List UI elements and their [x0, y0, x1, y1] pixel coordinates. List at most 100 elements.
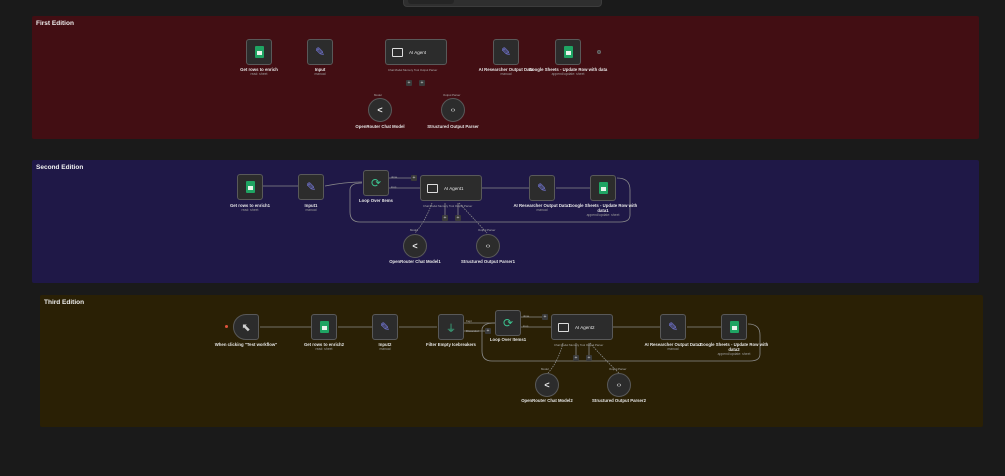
add-discarded-button[interactable]: +: [485, 328, 491, 334]
output-label-loop: loop: [523, 324, 529, 328]
node-input-1[interactable]: ✎: [298, 174, 324, 200]
google-sheets-icon: [598, 182, 608, 194]
port-label: Output Parser: [609, 367, 627, 371]
wire: [414, 202, 433, 234]
node-google-sheets-update-1[interactable]: [590, 175, 616, 201]
node-caption: Loop Over Items1: [489, 337, 527, 342]
node-ai-agent[interactable]: AI Agent: [385, 39, 447, 65]
code-brackets-icon: ‹›: [616, 381, 622, 389]
pencil-icon: ✎: [667, 320, 679, 334]
node-caption: Loop Over Items: [359, 198, 393, 203]
node-openrouter-chat-model-1[interactable]: <: [403, 234, 427, 258]
add-done-button[interactable]: +: [542, 314, 548, 320]
add-memory-button[interactable]: +: [573, 355, 579, 361]
node-caption: OpenRouter Chat Model: [355, 124, 405, 129]
node-get-rows[interactable]: [246, 39, 272, 65]
loop-back-wire: [481, 322, 761, 362]
node-structured-output-parser-2[interactable]: ‹›: [607, 373, 631, 397]
code-brackets-icon: ‹›: [450, 106, 456, 114]
top-toolbar[interactable]: [403, 0, 602, 7]
add-next-node-port[interactable]: [597, 50, 601, 54]
wire: [324, 181, 363, 187]
node-caption: When clicking "Test workflow": [214, 342, 278, 347]
pencil-icon: ✎: [536, 181, 548, 195]
google-sheets-icon: [254, 46, 264, 58]
node-ai-agent-2[interactable]: AI Agent2: [551, 314, 613, 340]
node-ai-researcher-output-1[interactable]: ✎: [529, 175, 555, 201]
node-input-2[interactable]: ✎: [372, 314, 398, 340]
port-label: Output Parser: [478, 228, 496, 232]
node-caption: Structured Output Parser2: [592, 398, 646, 403]
section-first-edition: First Edition: [32, 16, 979, 139]
port-label: Model: [410, 228, 418, 232]
node-openrouter-chat-model-2[interactable]: <: [535, 373, 559, 397]
toolbar-tab[interactable]: [408, 0, 454, 4]
openrouter-icon: <: [412, 241, 418, 251]
pencil-icon: ✎: [500, 45, 512, 59]
node-ai-agent-1[interactable]: AI Agent1: [420, 175, 482, 201]
pencil-icon: ✎: [379, 320, 391, 334]
add-done-button[interactable]: +: [411, 175, 417, 181]
agent-port-labels: Chat Model Memory Tool Output Parser: [423, 204, 473, 208]
node-caption: Structured Output Parser1: [461, 259, 515, 264]
wire: [547, 342, 564, 374]
node-google-sheets-update[interactable]: [555, 39, 581, 65]
robot-icon: [558, 322, 569, 332]
port-label: Output Parser: [443, 93, 461, 97]
node-caption: OpenRouter Chat Model1: [389, 259, 441, 264]
node-google-sheets-update-2[interactable]: [721, 314, 747, 340]
google-sheets-icon: [319, 321, 329, 333]
node-caption: Structured Output Parser: [427, 124, 479, 129]
output-label-loop: loop: [391, 185, 397, 189]
node-caption: Filter Empty Icebreakers: [426, 342, 476, 347]
output-label-kept: Kept: [466, 319, 472, 323]
wire: [458, 202, 488, 234]
node-ai-researcher-output-2[interactable]: ✎: [660, 314, 686, 340]
node-loop-over-items[interactable]: ⟳: [363, 170, 389, 196]
google-sheets-icon: [245, 181, 255, 193]
node-get-rows-2[interactable]: [311, 314, 337, 340]
node-filter-empty-icebreakers[interactable]: ⏚: [438, 314, 464, 340]
add-memory-button[interactable]: +: [442, 215, 448, 221]
node-ai-researcher-output[interactable]: ✎: [493, 39, 519, 65]
google-sheets-icon: [729, 321, 739, 333]
cursor-icon: ⬉: [241, 321, 251, 334]
node-manual-trigger[interactable]: ⬉: [233, 314, 259, 340]
loop-icon: ⟳: [370, 176, 382, 190]
add-memory-button[interactable]: +: [406, 80, 412, 86]
output-label-done: done: [523, 314, 530, 318]
port-label: Model: [374, 93, 382, 97]
section-title: First Edition: [36, 20, 74, 27]
node-caption: OpenRouter Chat Model2: [521, 398, 573, 403]
node-get-rows-1[interactable]: [237, 174, 263, 200]
trigger-indicator: [225, 325, 228, 328]
output-label-discarded: Discarded: [466, 329, 479, 333]
agent-port-labels: Chat Model Memory Tool Output Parser: [388, 68, 438, 72]
filter-icon: ⏚: [446, 323, 456, 335]
node-structured-output-parser[interactable]: ‹›: [441, 98, 465, 122]
openrouter-icon: <: [544, 380, 550, 390]
node-openrouter-chat-model[interactable]: <: [368, 98, 392, 122]
openrouter-icon: <: [377, 105, 383, 115]
add-tool-button[interactable]: +: [455, 215, 461, 221]
node-structured-output-parser-1[interactable]: ‹›: [476, 234, 500, 258]
port-label: Model: [541, 367, 549, 371]
node-input[interactable]: ✎: [307, 39, 333, 65]
loop-icon: ⟳: [502, 316, 514, 330]
add-tool-button[interactable]: +: [586, 355, 592, 361]
add-tool-button[interactable]: +: [419, 80, 425, 86]
node-loop-over-items-1[interactable]: ⟳: [495, 310, 521, 336]
robot-icon: [427, 183, 438, 193]
output-label-done: done: [391, 175, 398, 179]
